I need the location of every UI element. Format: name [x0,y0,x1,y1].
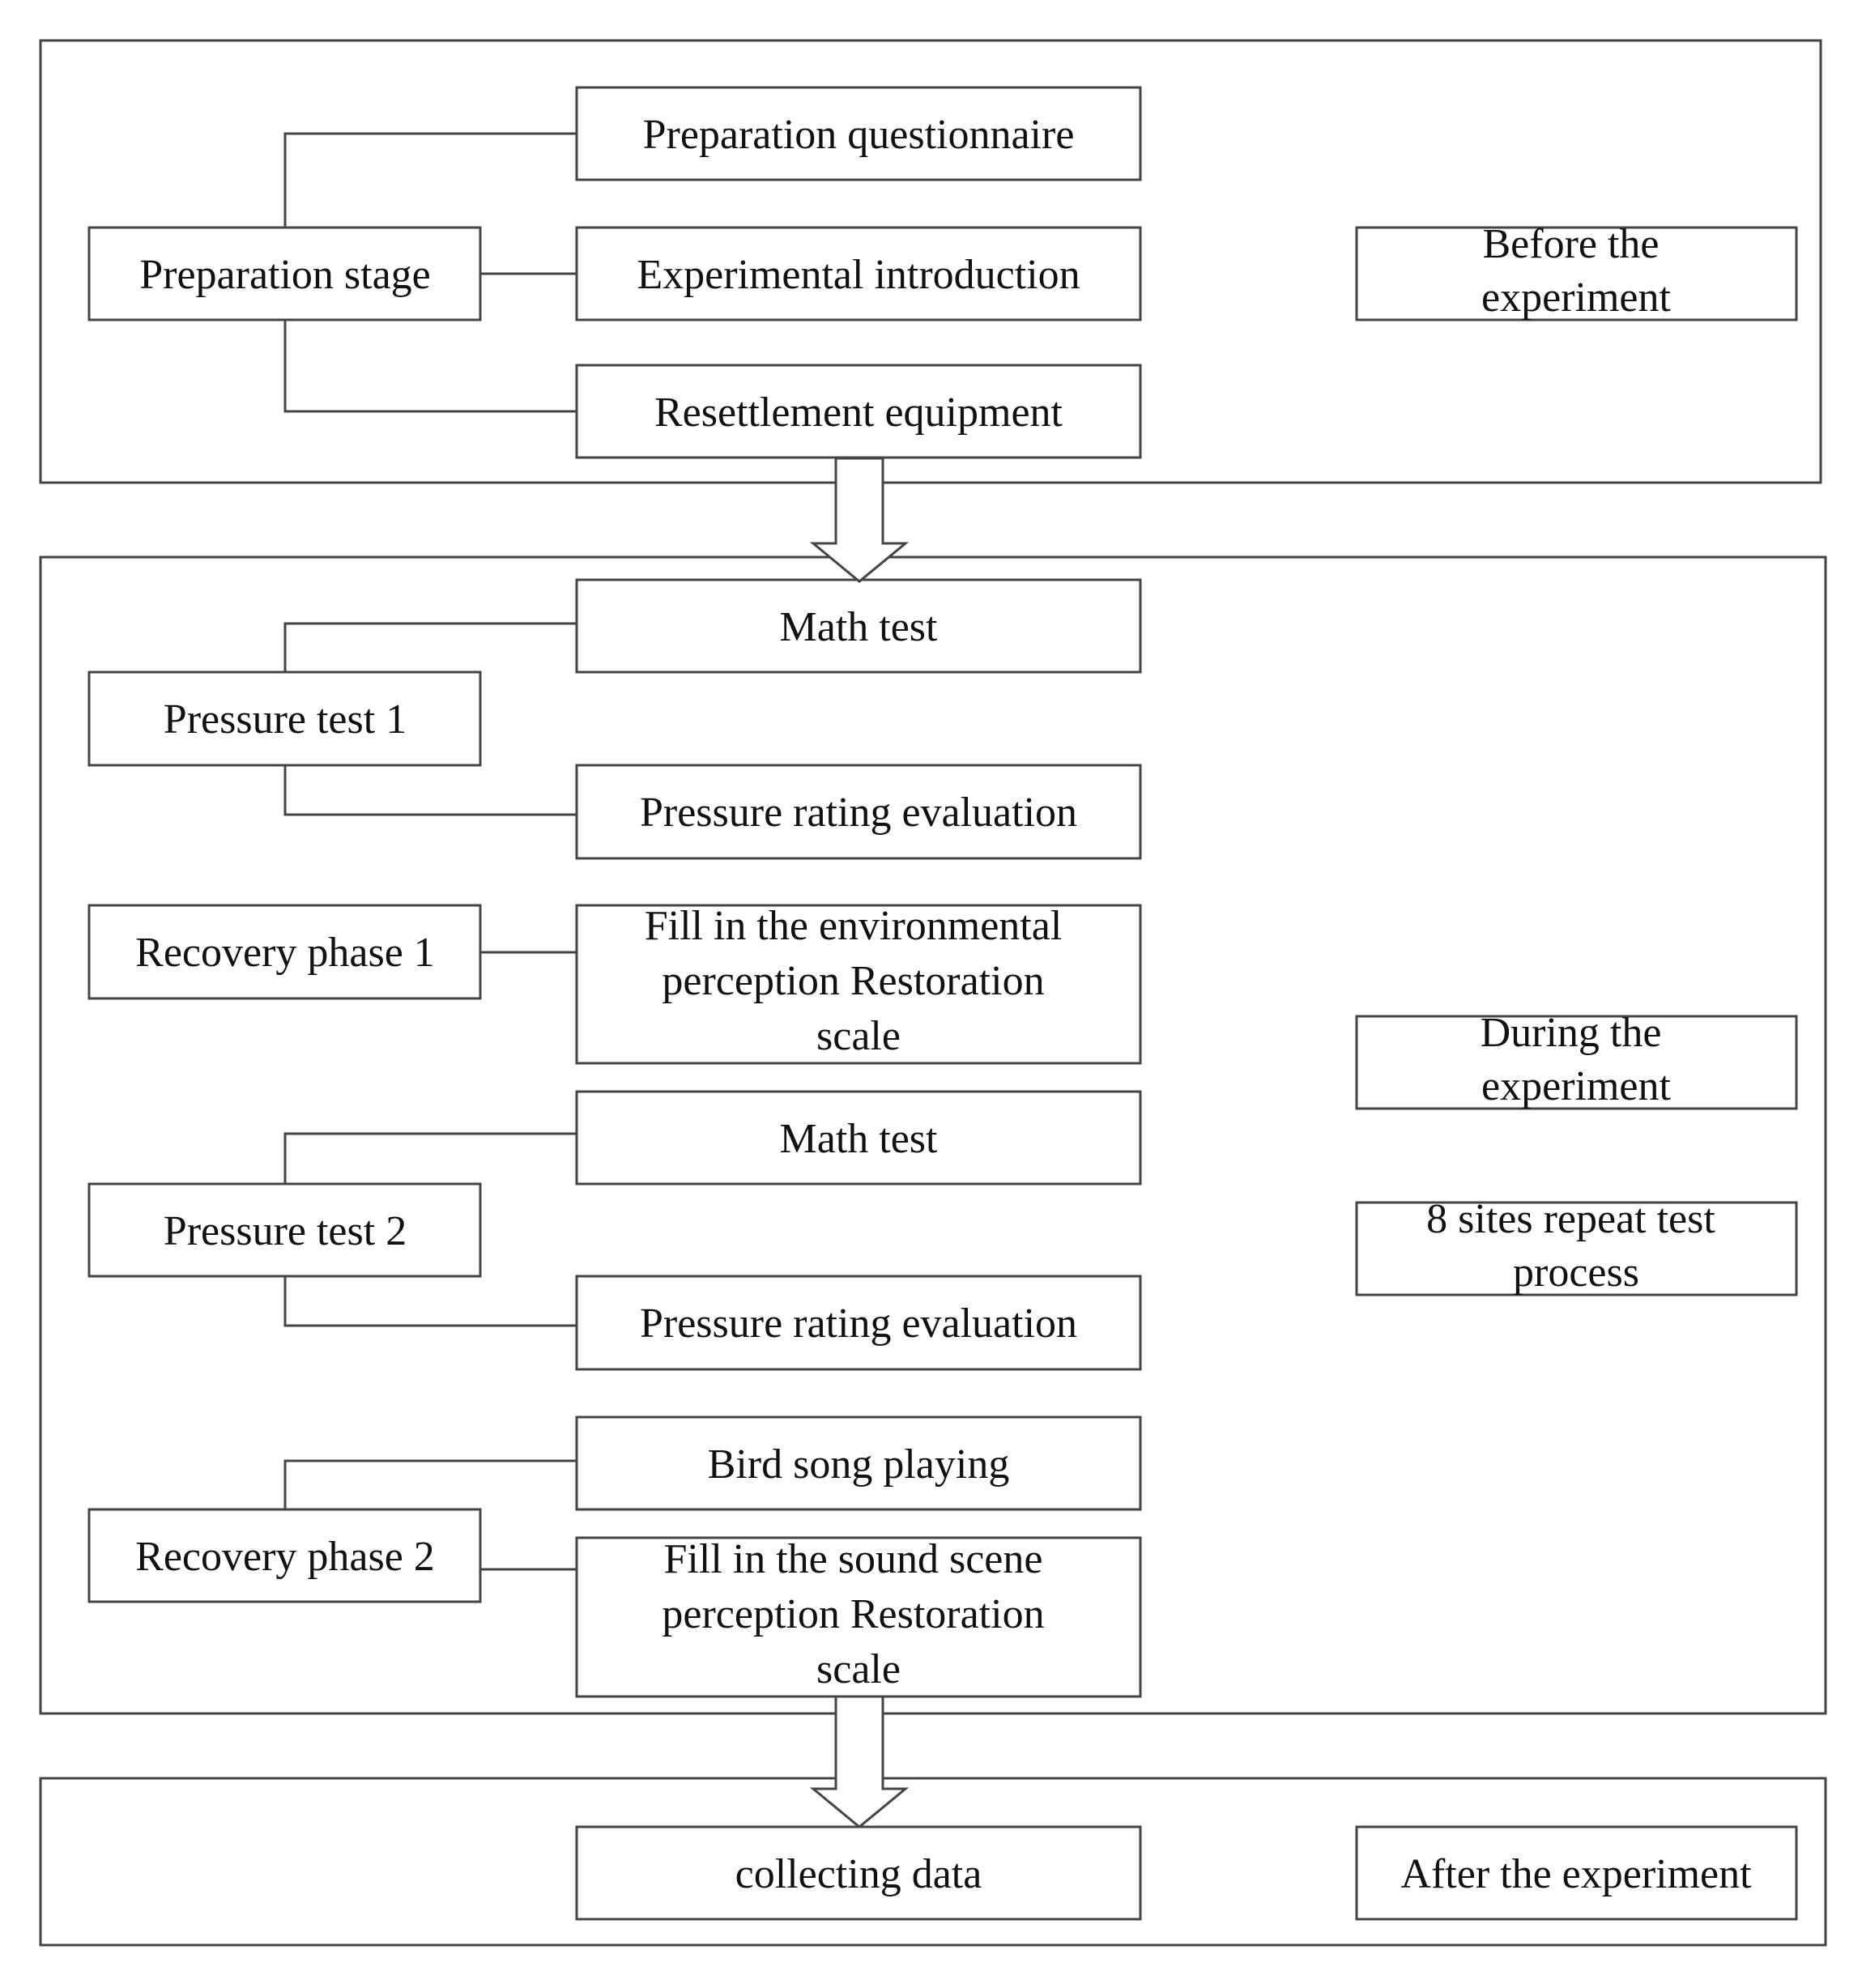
down-arrow [809,457,910,583]
group-box [87,904,482,1000]
step-label-environmental-scale: Fill in the environmental perception Res… [645,903,1073,1059]
section-before-frame [39,39,1822,484]
step-label: Preparation questionnaire [643,112,1075,158]
group-label-pressure-test-1: Pressure test 1 [164,696,407,743]
connector [283,1276,577,1327]
step-label: Resettlement equipment [654,390,1063,436]
stage-label-box [1355,1825,1798,1921]
down-arrow [809,1695,910,1828]
step-box [575,1275,1142,1371]
section-during-frame [39,556,1827,1715]
group-label-pressure-test-2: Pressure test 2 [164,1208,407,1254]
step-label: Math test [780,1116,939,1162]
step-label: collecting data [735,1851,982,1897]
step-box [575,764,1142,860]
group-box [87,1508,482,1603]
step-box [575,1090,1142,1186]
connector [283,765,577,816]
step-box [575,1415,1142,1511]
step-label: Bird song playing [708,1441,1010,1488]
stage-label-after: After the experiment [1400,1851,1752,1897]
stage-label-during: During the experiment [1481,1010,1672,1109]
group-label-recovery-phase-1: Recovery phase 1 [135,930,435,976]
group-box [87,670,482,767]
step-label: Math test [780,604,939,650]
step-box [575,904,1142,1065]
step-box [575,226,1142,321]
connector [283,1132,577,1184]
section-after-frame [39,1777,1827,1947]
stage-label-box [1355,226,1798,321]
step-label-sound-scale: Fill in the sound scene perception Resto… [662,1536,1055,1692]
connector [283,132,577,228]
note-repeat-process: 8 sites repeat test process [1426,1196,1726,1296]
note-box [1355,1201,1798,1296]
step-label: Pressure rating evaluation [640,1301,1077,1347]
stage-label-before: Before the experiment [1481,221,1671,321]
step-box [575,86,1142,181]
connector [283,1459,577,1509]
group-label-recovery-phase-2: Recovery phase 2 [135,1534,435,1580]
stage-label-box [1355,1015,1798,1110]
step-label: Pressure rating evaluation [640,790,1077,836]
step-label: Experimental introduction [637,252,1080,298]
preparation-stage-box [87,226,482,321]
connector [283,320,577,413]
group-box [87,1182,482,1278]
group-label-preparation-stage: Preparation stage [139,252,431,298]
connector [283,622,577,672]
